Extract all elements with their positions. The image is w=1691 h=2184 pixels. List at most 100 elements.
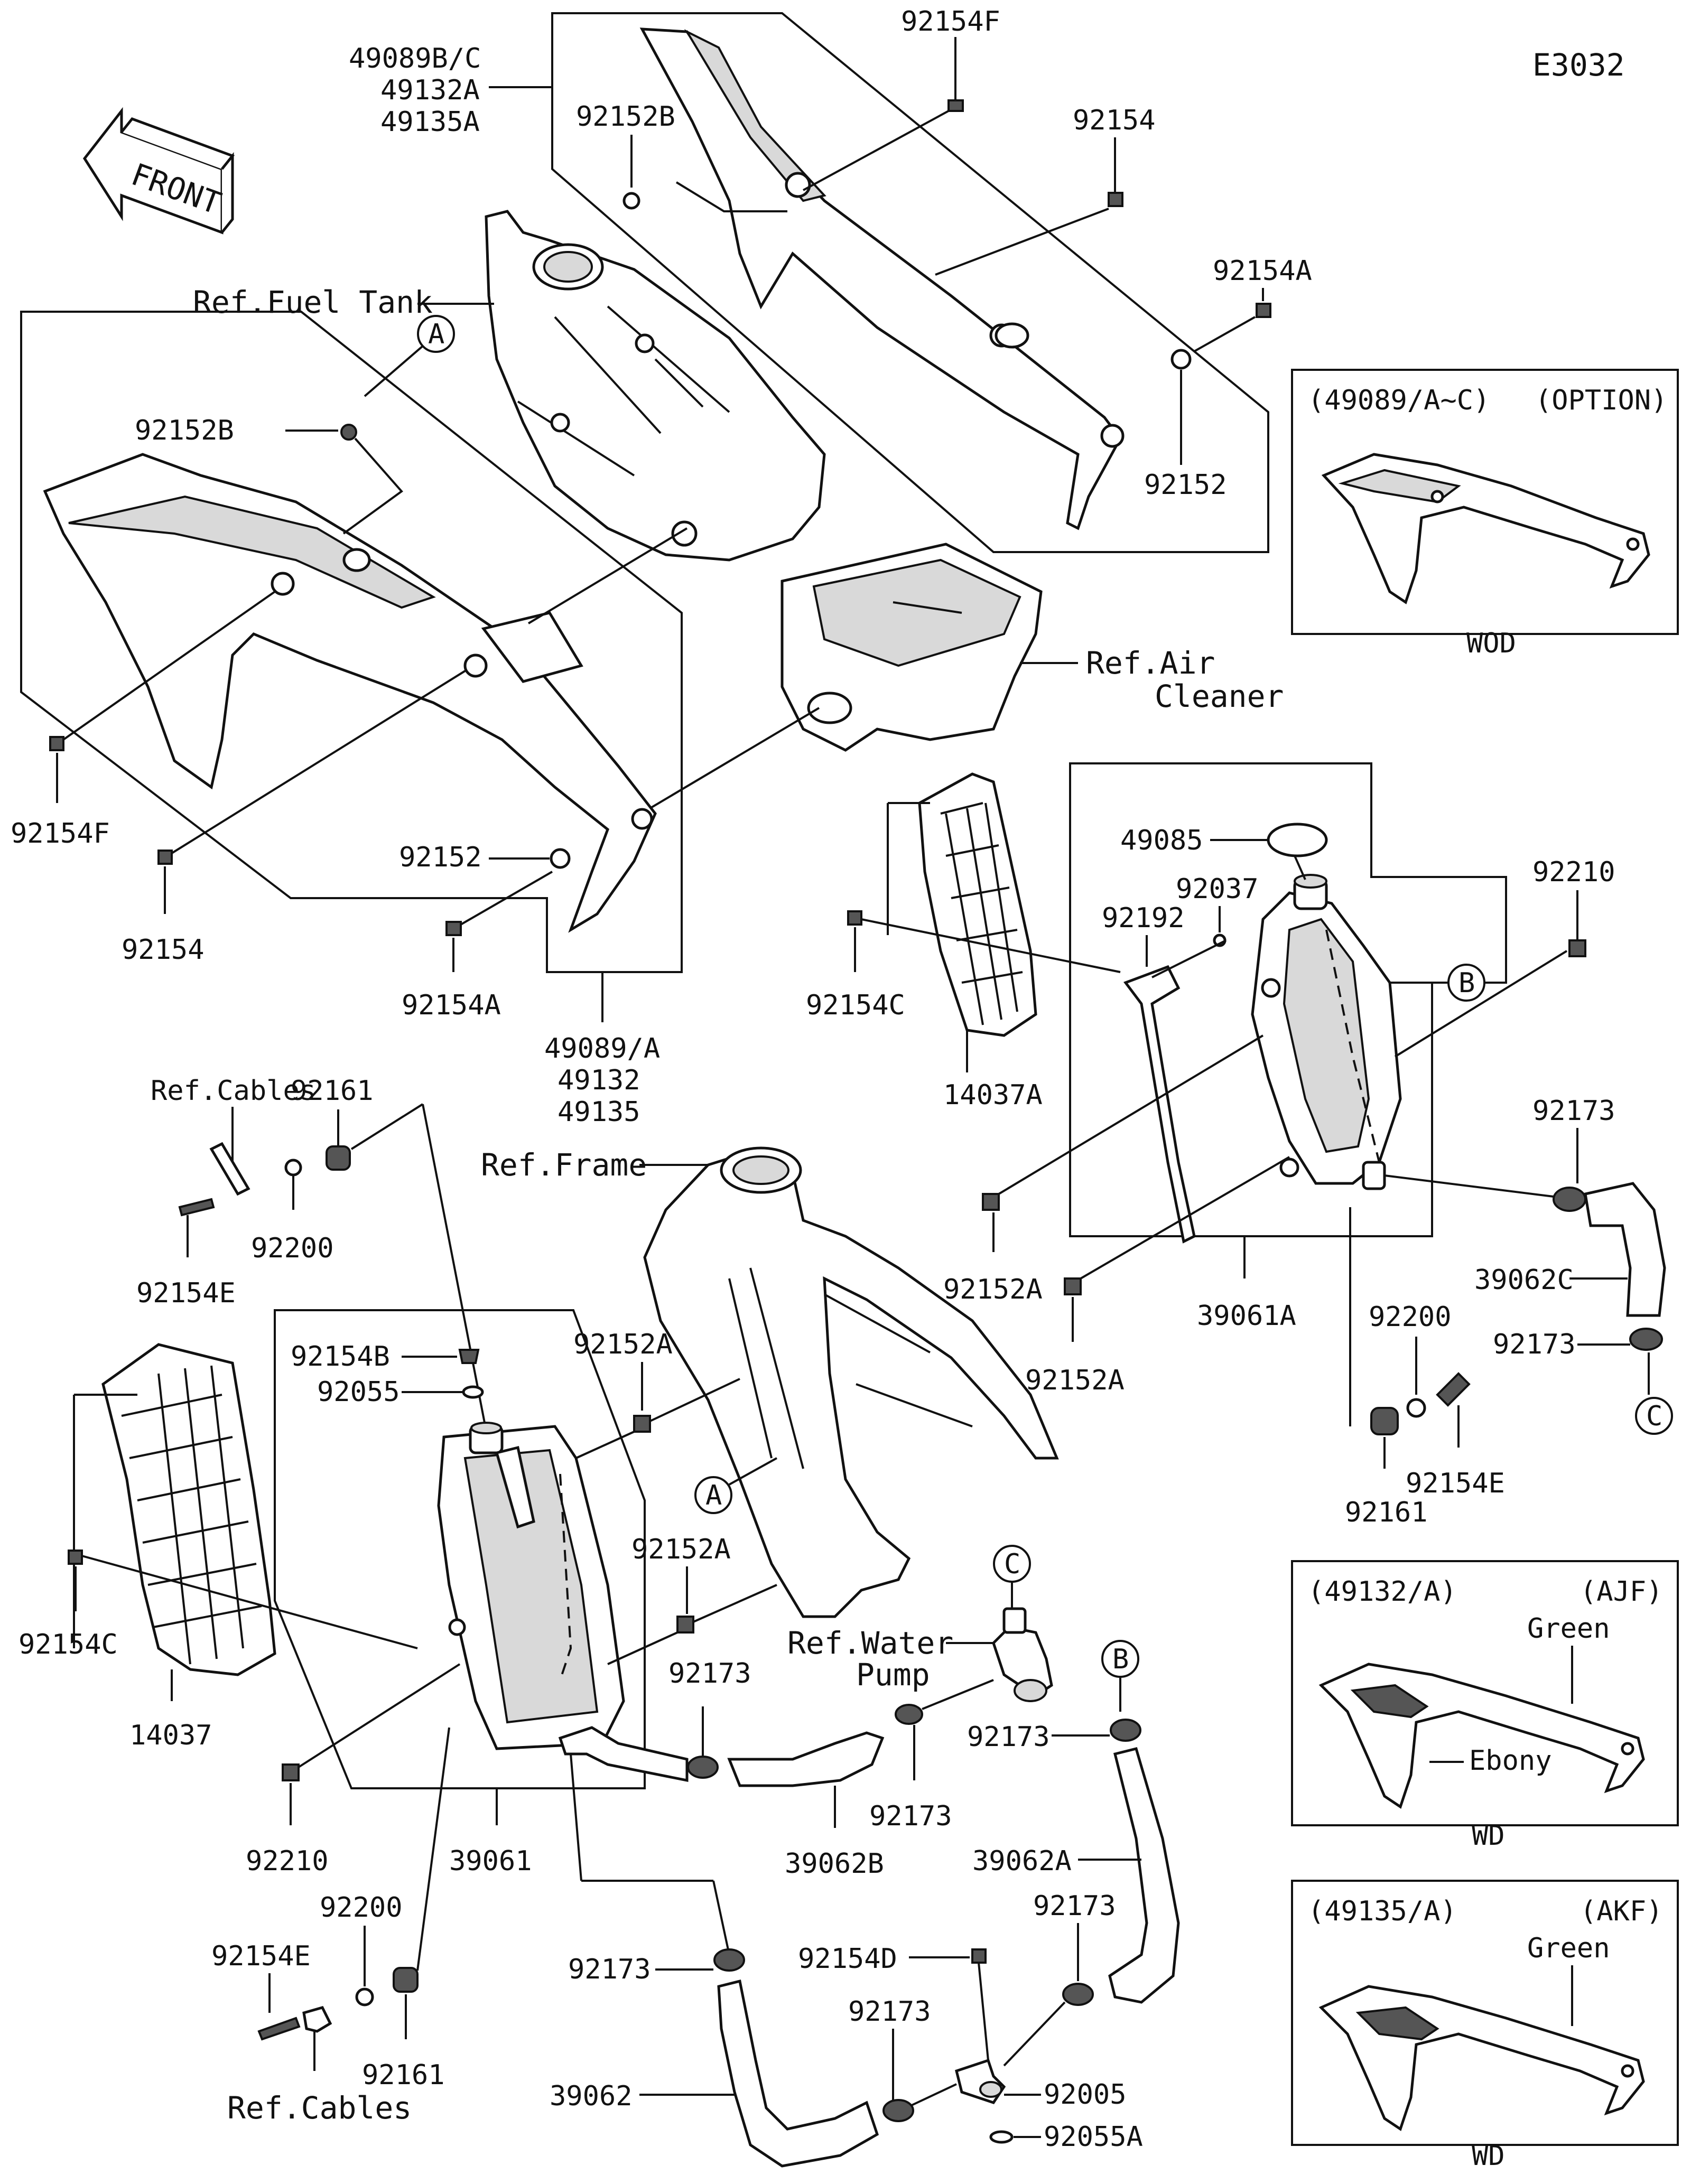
label-92173-m1: 92173: [668, 1658, 751, 1690]
label-92200-b: 92200: [320, 1892, 403, 1924]
label-92152b-top: 92152B: [576, 101, 675, 133]
label-ref-air: Ref.Air: [1086, 645, 1215, 681]
clamp-92173-r1: [1553, 1187, 1586, 1212]
bolt-92154d: [971, 1948, 987, 1964]
frame-ref: [643, 1146, 1059, 1618]
label-92173-b2: 92173: [1033, 1890, 1116, 1922]
label-92152a-4: 92152A: [631, 1534, 731, 1565]
label-92210-right: 92210: [1532, 856, 1615, 888]
label-92173-b1: 92173: [568, 1954, 651, 1985]
grommet-92152a-4: [676, 1616, 694, 1634]
label-ref-cables-l: Ref.Cables: [151, 1075, 316, 1107]
label-ref-cables-b: Ref.Cables: [227, 2090, 412, 2126]
inset-akf-caption: WD: [1472, 2140, 1505, 2172]
callout-a-top-text: A: [428, 319, 444, 350]
overflow-tube-92192: [1123, 965, 1196, 1244]
washer-92200-b: [355, 1987, 374, 2006]
label-92173-m2: 92173: [869, 1800, 952, 1832]
radiator-guard-left: [101, 1343, 276, 1676]
clamp-92173-b1: [713, 1948, 745, 1972]
right-radiator: [1251, 874, 1402, 1190]
bolt-92154-left: [157, 850, 173, 865]
grommet-92161-l: [326, 1145, 351, 1171]
label-39061a: 39061A: [1197, 1300, 1296, 1332]
callout-a-top: [417, 315, 455, 353]
label-92200-l: 92200: [251, 1233, 334, 1264]
bolt-92154e-l: [178, 1198, 215, 1217]
bolt-92154e-b: [257, 2017, 301, 2041]
gasket-92055: [462, 1385, 484, 1399]
callout-b-upper: [1447, 964, 1485, 1002]
inset-option-caption: WOD: [1466, 628, 1516, 659]
label-92152a-2: 92152A: [1025, 1365, 1125, 1396]
label-92200-r: 92200: [1369, 1301, 1452, 1333]
bolt-92154-top: [1108, 192, 1123, 207]
label-92161-b: 92161: [362, 2059, 445, 2091]
clamp-92173-m1: [687, 1756, 719, 1779]
clamp-92173-b3: [882, 2099, 914, 2122]
fuel-tank-ref: [485, 210, 826, 562]
grommet-92152a-1: [982, 1193, 1000, 1211]
left-shroud: [43, 453, 657, 933]
washer-92152b-left: [340, 424, 357, 441]
inset-ajf-caption: WD: [1472, 1820, 1505, 1852]
label-49085: 49085: [1120, 825, 1203, 856]
label-ref-cleaner: Cleaner: [1155, 678, 1284, 714]
label-49132: 49132: [558, 1065, 640, 1096]
clamp-92173-m3: [1110, 1719, 1141, 1742]
label-92173-m3: 92173: [967, 1721, 1050, 1753]
label-ref-pump: Pump: [856, 1657, 930, 1693]
inset-akf-right: (AKF): [1580, 1896, 1663, 1927]
grommet-92152a-2: [1064, 1277, 1082, 1295]
fitting-92005: [955, 2058, 1006, 2104]
clip-92210-left: [282, 1763, 300, 1781]
air-cleaner-ref: [781, 543, 1043, 752]
callout-a-frame: [694, 1476, 732, 1514]
label-92154e-b: 92154E: [211, 1940, 311, 1972]
inset-option: (49089/A~C) (OPTION) WOD: [1291, 369, 1679, 659]
label-92154c-left: 92154C: [18, 1629, 118, 1660]
front-arrow-icon: FRONT: [82, 107, 235, 235]
inset-akf: (49135/A) (AKF) Green WD: [1291, 1880, 1679, 2172]
hose-39062a: [1108, 1747, 1180, 2004]
label-49132a-top: 49132A: [380, 74, 480, 106]
washer-92152b-top: [622, 192, 640, 210]
label-49089a: 49089/A: [544, 1033, 660, 1065]
label-92173-r1: 92173: [1532, 1095, 1615, 1127]
grommet-92161-r: [1370, 1407, 1399, 1435]
label-92154e-l: 92154E: [136, 1277, 236, 1309]
callout-a-frame-text: A: [705, 1480, 722, 1511]
bolt-92154a-top: [1256, 303, 1271, 318]
label-92154c-mid: 92154C: [806, 990, 905, 1021]
bolt-92154a-left: [445, 921, 462, 936]
bolt-92154f-top: [947, 99, 964, 112]
label-39062b: 39062B: [785, 1848, 884, 1880]
label-39061: 39061: [449, 1845, 532, 1877]
water-pump-ref: [992, 1607, 1053, 1702]
label-92154a-top: 92154A: [1213, 255, 1312, 287]
label-39062a: 39062A: [972, 1845, 1072, 1877]
hose-39062b: [727, 1731, 885, 1787]
label-92154-left: 92154: [122, 934, 205, 966]
label-39062: 39062: [550, 2080, 633, 2112]
callout-c-pump-text: C: [1004, 1548, 1020, 1580]
label-92152-left: 92152: [399, 842, 482, 873]
callout-c-pump: [993, 1545, 1031, 1583]
label-92055a: 92055A: [1044, 2121, 1143, 2153]
callout-b-upper-text: B: [1458, 967, 1475, 999]
clamp-92173-m2: [895, 1704, 923, 1725]
washer-92152-left: [550, 848, 571, 869]
label-92152a-3: 92152A: [573, 1329, 673, 1360]
bolt-92154f-left: [49, 736, 64, 751]
bolt-92154c-left: [68, 1550, 83, 1565]
label-49089bc: 49089B/C: [349, 43, 481, 74]
label-92055: 92055: [317, 1376, 400, 1408]
label-92152a-1: 92152A: [943, 1274, 1043, 1305]
left-radiator: [437, 1422, 625, 1750]
radiator-guard-right: [918, 772, 1037, 1037]
callout-b-lower: [1101, 1640, 1139, 1678]
bolt-92154e-r: [1436, 1372, 1471, 1407]
label-92161-l: 92161: [291, 1075, 374, 1107]
diagram-code: E3032: [1532, 47, 1625, 83]
